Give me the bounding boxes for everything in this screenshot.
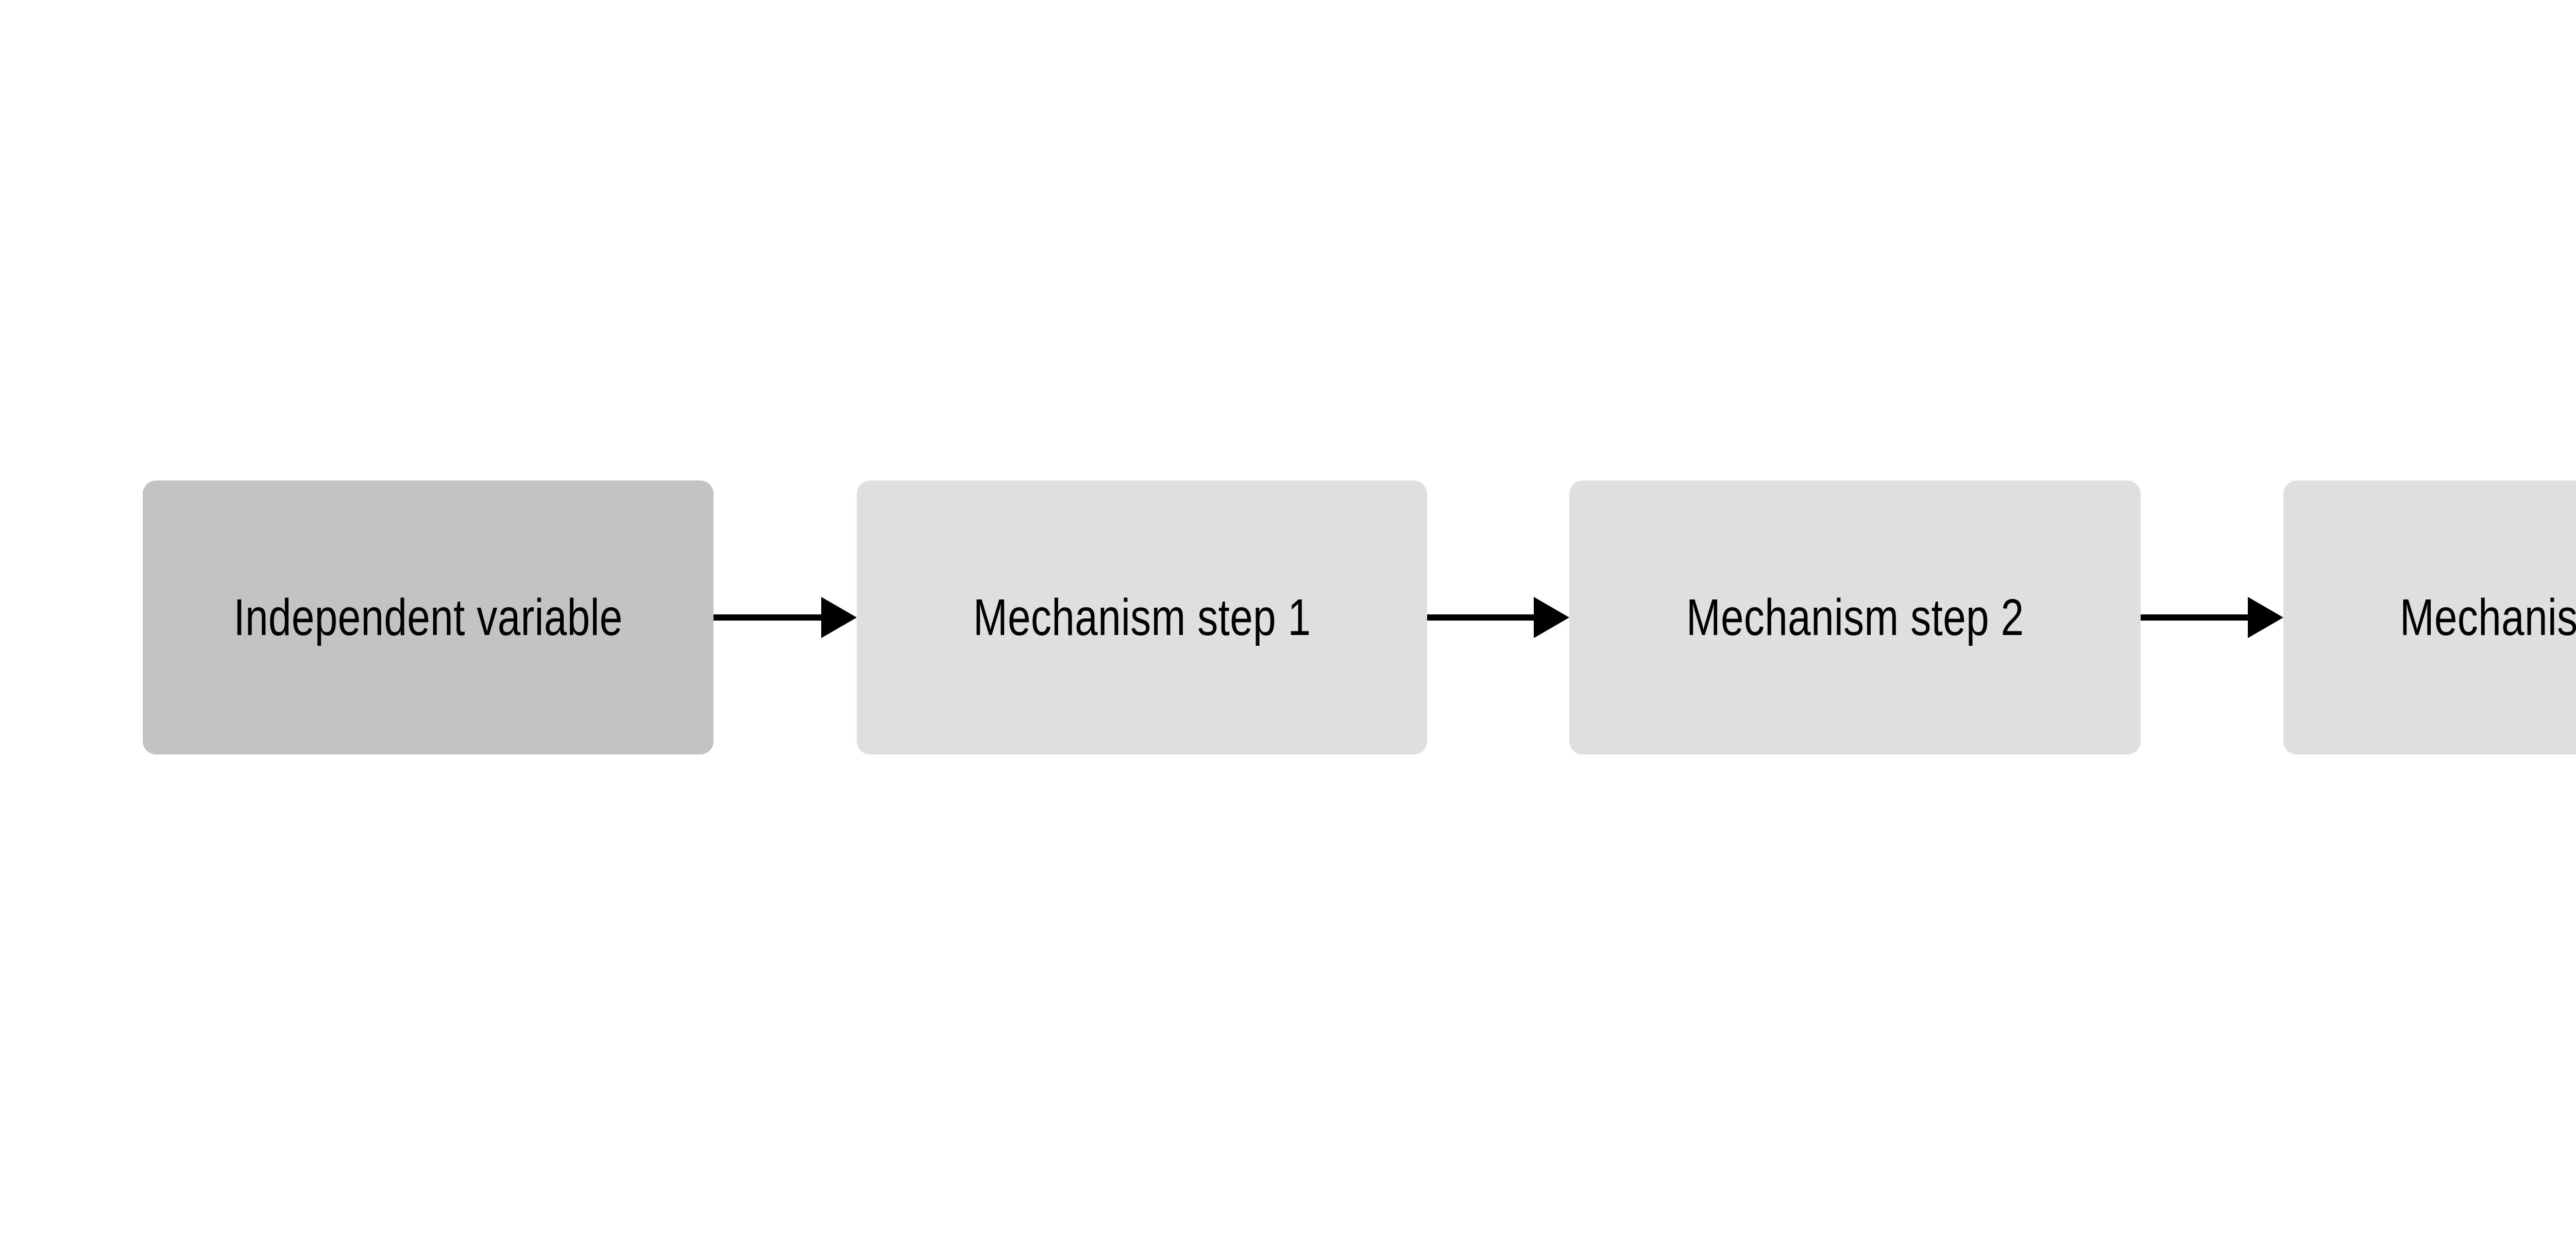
arrow-right-icon	[1427, 597, 1569, 638]
node-label: Mechanism step 2	[1686, 589, 2024, 646]
node-label: Mechanism step 1	[973, 589, 1311, 646]
edge-mechanism-step-2-to-mechanism-step-3[interactable]	[2141, 480, 2283, 754]
node-label: Independent variable	[233, 589, 623, 646]
node-label: Mechanism step 3	[2399, 589, 2576, 646]
edge-independent-variable-to-mechanism-step-1[interactable]	[714, 480, 857, 754]
node-mechanism-step-2[interactable]: Mechanism step 2	[1569, 480, 2141, 754]
arrow-right-icon	[2141, 597, 2283, 638]
node-mechanism-step-3[interactable]: Mechanism step 3	[2283, 480, 2576, 754]
arrow-right-icon	[714, 597, 857, 638]
node-independent-variable[interactable]: Independent variable	[143, 480, 714, 754]
edge-mechanism-step-1-to-mechanism-step-2[interactable]	[1427, 480, 1569, 754]
flowchart-row: Independent variable Mechanism step 1 Me…	[143, 480, 2576, 754]
node-mechanism-step-1[interactable]: Mechanism step 1	[857, 480, 1427, 754]
